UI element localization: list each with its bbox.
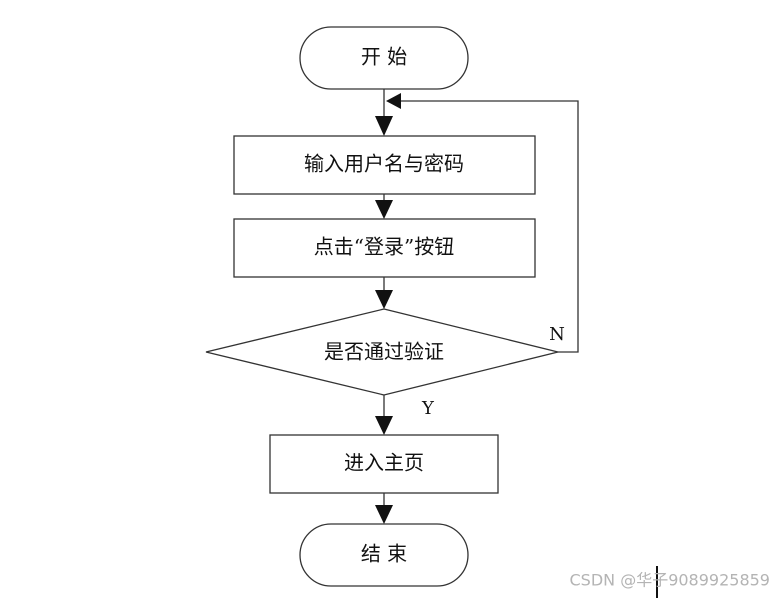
connector-input-to-click <box>375 194 393 219</box>
connector-start-to-input <box>375 89 393 136</box>
connector-home-to-end <box>375 493 393 524</box>
no-branch-label: N <box>549 324 565 345</box>
start-label: 开 始 <box>361 45 407 69</box>
start-node: 开 始 <box>299 26 469 90</box>
click-login-label: 点击“登录”按钮 <box>314 235 454 259</box>
connector-no-loop <box>386 93 579 353</box>
connector-click-to-decision <box>375 277 393 309</box>
end-node: 结 束 <box>299 523 469 587</box>
watermark-text: CSDN @华子9089925859 <box>569 571 770 590</box>
enter-home-node: 进入主页 <box>269 434 499 494</box>
end-label: 结 束 <box>361 542 407 566</box>
input-credentials-label: 输入用户名与密码 <box>304 152 464 176</box>
connector-yes-to-home <box>375 395 393 435</box>
verify-label: 是否通过验证 <box>324 340 444 364</box>
verify-decision-node: 是否通过验证 <box>205 308 559 396</box>
click-login-node: 点击“登录”按钮 <box>233 218 536 278</box>
input-credentials-node: 输入用户名与密码 <box>233 135 536 195</box>
enter-home-label: 进入主页 <box>344 451 424 475</box>
yes-branch-label: Y <box>421 398 435 419</box>
